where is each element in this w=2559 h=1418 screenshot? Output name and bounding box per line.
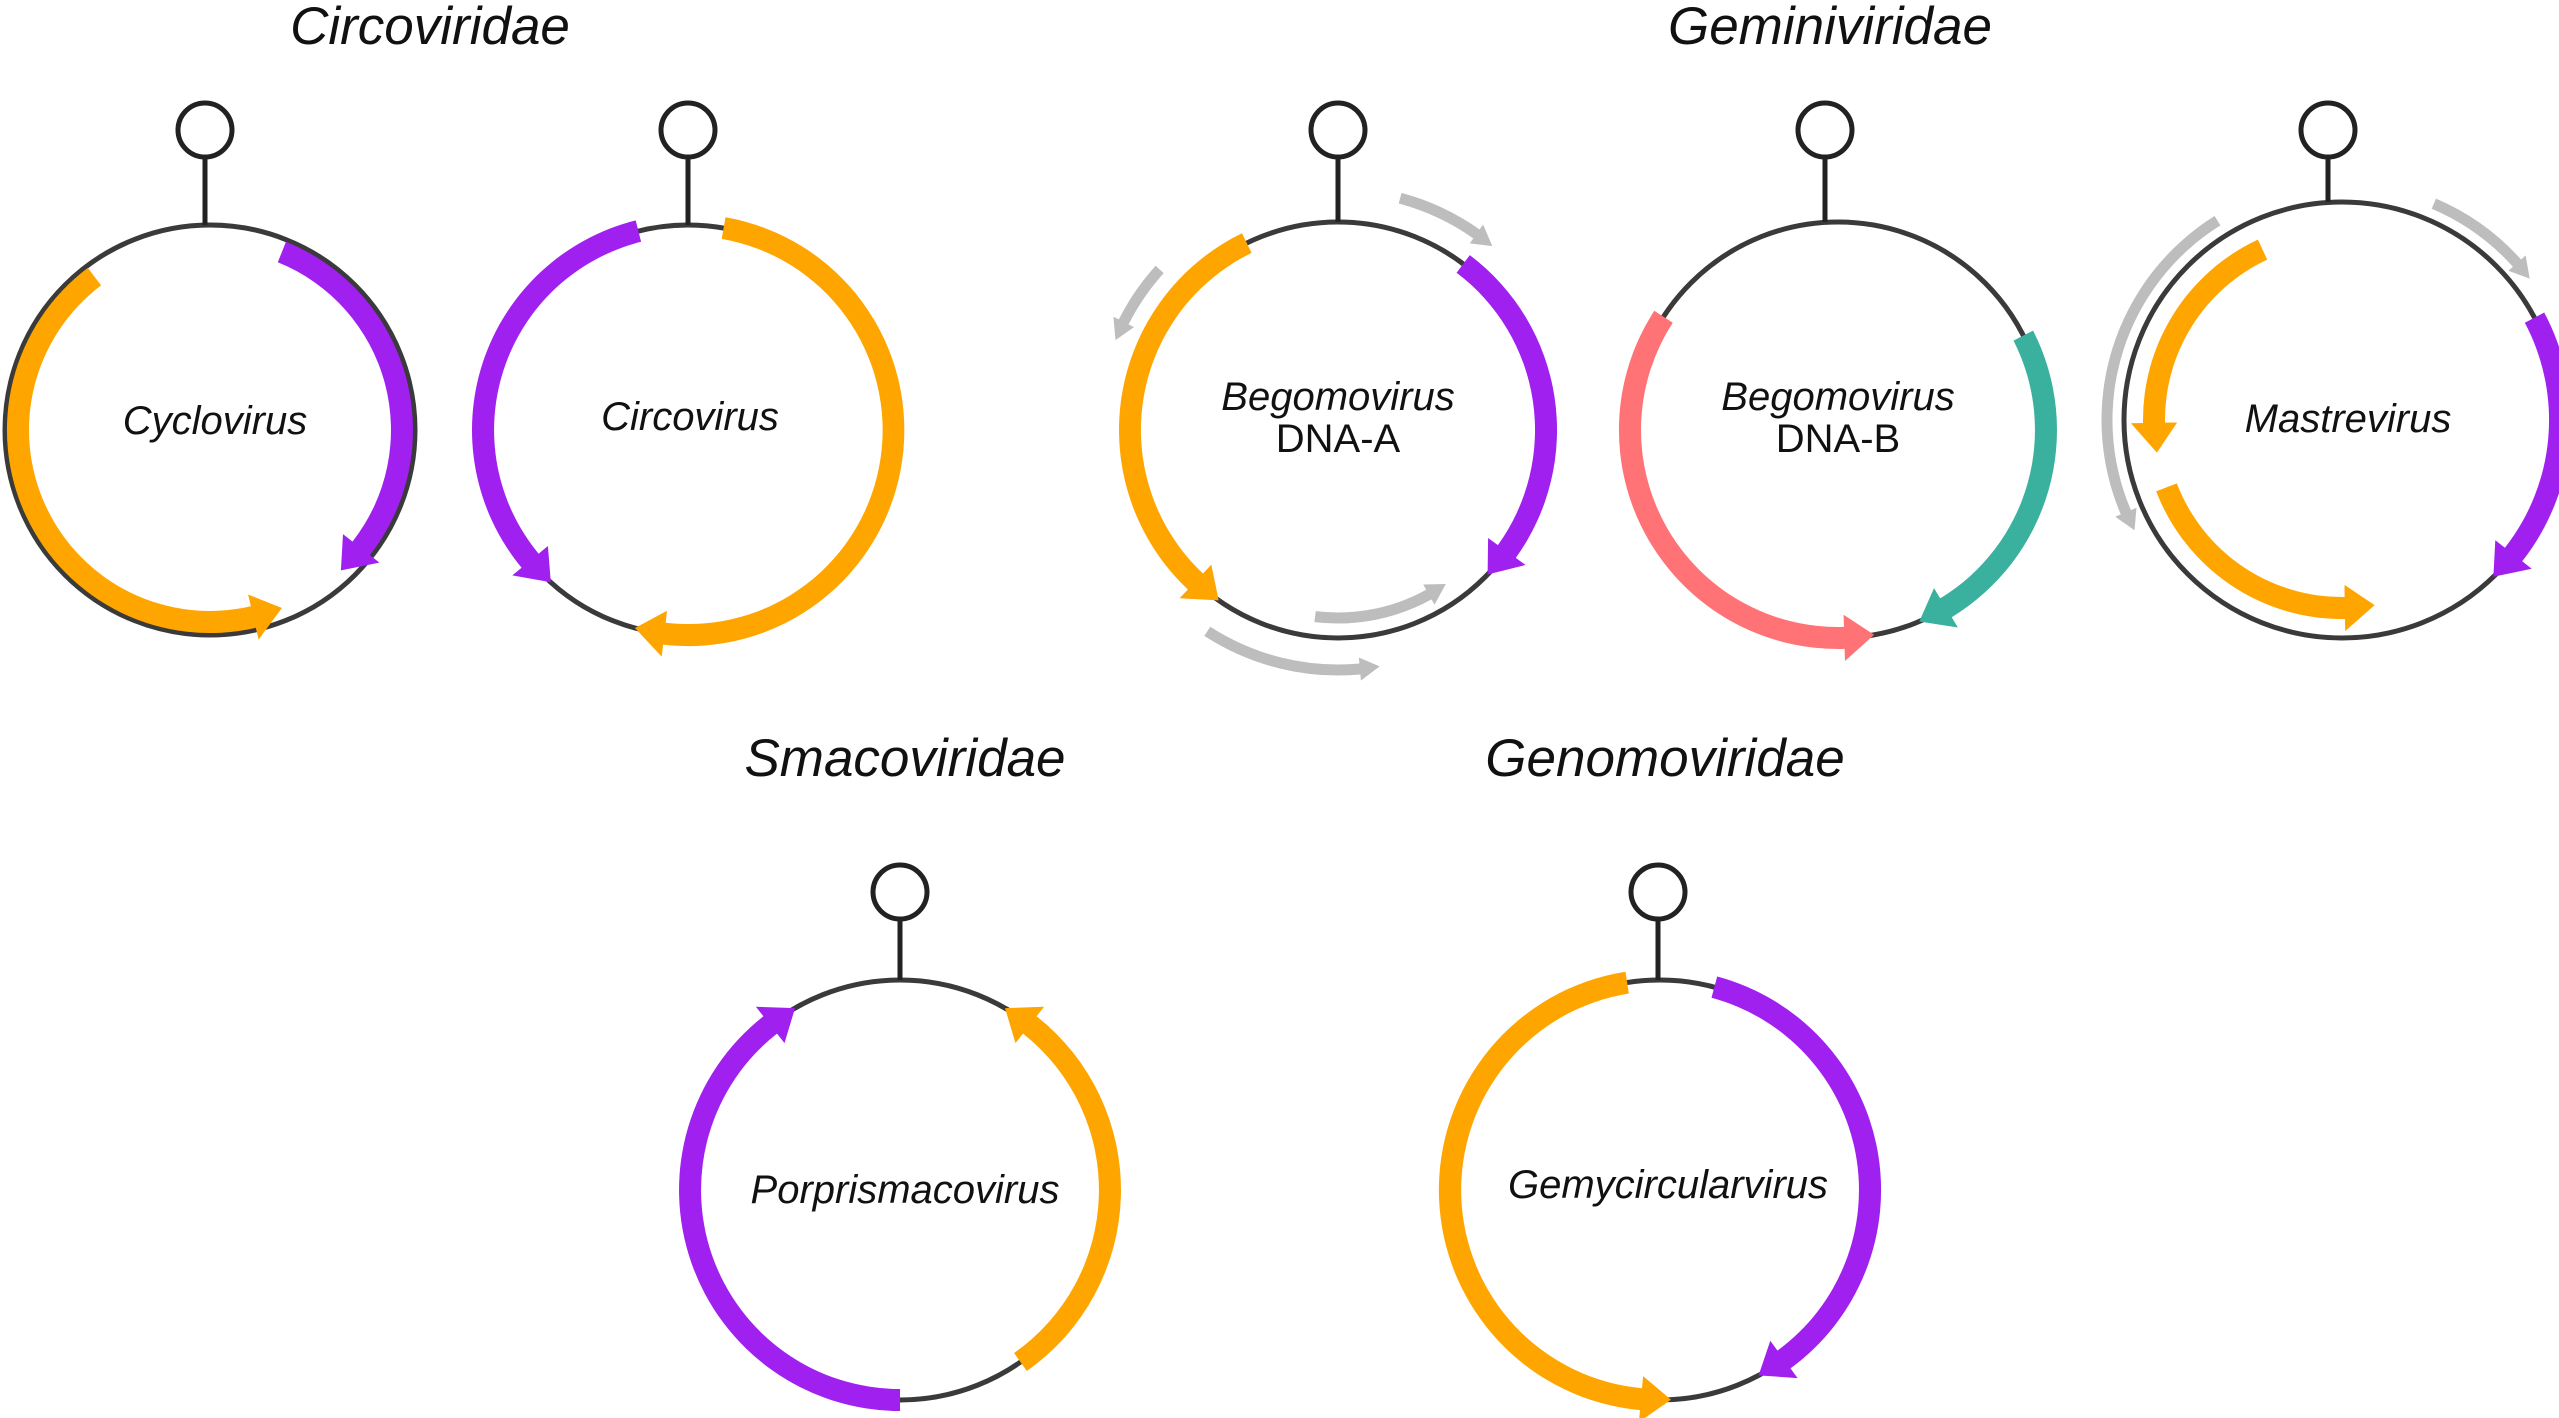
orf-arrow bbox=[1119, 233, 1252, 601]
orf-arrow bbox=[471, 220, 642, 583]
orf-arrow bbox=[1618, 310, 1875, 661]
genome-backbone bbox=[2, 222, 418, 638]
genome-label: Begomovirus bbox=[1721, 375, 1954, 419]
orf-arrow bbox=[2431, 198, 2530, 279]
orf-arrow bbox=[2493, 312, 2559, 577]
stem-loop-head bbox=[1308, 100, 1368, 160]
orf-arrow bbox=[1438, 971, 1671, 1418]
genome-mastrevirus: Mastrevirus bbox=[2101, 100, 2559, 641]
genome-label: Begomovirus bbox=[1221, 375, 1454, 419]
genome-label: Mastrevirus bbox=[2245, 397, 2452, 441]
orf-arrow bbox=[277, 241, 413, 571]
orf-arrow bbox=[1314, 584, 1446, 624]
stem-loop-head bbox=[175, 100, 235, 160]
orf-arrow bbox=[679, 1006, 900, 1411]
stem-loop bbox=[175, 100, 235, 225]
genome-begomovirus-dna-a: Begomovirus DNA-A bbox=[1113, 100, 1558, 681]
orf-arrow bbox=[6, 267, 282, 640]
genome-label: Porprismacovirus bbox=[751, 1168, 1060, 1212]
orf-arrow bbox=[1113, 265, 1164, 341]
stem-loop-head bbox=[870, 862, 930, 922]
stem-loop bbox=[1628, 862, 1688, 980]
orf-arrow bbox=[2101, 216, 2221, 531]
orf-arrow bbox=[1005, 1006, 1121, 1371]
family-title-geminiviridae: Geminiviridae bbox=[1668, 0, 1992, 56]
stem-loop bbox=[1795, 100, 1855, 222]
orf-arrow bbox=[2130, 239, 2268, 453]
orf-arrow bbox=[1204, 626, 1380, 681]
orf-arrow bbox=[1456, 255, 1558, 575]
stem-loop-head bbox=[658, 100, 718, 160]
orf-arrow bbox=[1711, 976, 1882, 1379]
genome-label: Circovirus bbox=[601, 395, 779, 439]
family-title-smacoviridae: Smacoviridae bbox=[744, 729, 1065, 788]
genome-cyclovirus: Cyclovirus bbox=[2, 100, 418, 640]
genome-porprismacovirus: Porprismacovirus bbox=[679, 862, 1121, 1411]
orf-arrow bbox=[1919, 330, 2057, 628]
genome-circovirus: Circovirus bbox=[471, 100, 905, 657]
stem-loop-head bbox=[1795, 100, 1855, 160]
orf-arrow bbox=[2156, 483, 2375, 632]
stem-loop bbox=[658, 100, 718, 225]
stem-loop bbox=[2298, 100, 2358, 202]
orf-arrow bbox=[1398, 192, 1493, 247]
genome-label: Gemycircularvirus bbox=[1508, 1163, 1828, 1207]
genome-begomovirus-dna-b: Begomovirus DNA-B bbox=[1618, 100, 2057, 661]
stem-loop bbox=[1308, 100, 1368, 222]
family-title-genomoviridae: Genomoviridae bbox=[1485, 729, 1844, 788]
family-title-circoviridae: Circoviridae bbox=[290, 0, 570, 56]
genome-sublabel: DNA-A bbox=[1276, 417, 1401, 461]
genome-label: Cyclovirus bbox=[123, 399, 307, 443]
genome-sublabel: DNA-B bbox=[1776, 417, 1900, 461]
stem-loop-head bbox=[2298, 100, 2358, 160]
genome-backbone bbox=[2121, 199, 2559, 641]
genome-gemycircularvirus: Gemycircularvirus bbox=[1438, 862, 1882, 1418]
stem-loop-head bbox=[1628, 862, 1688, 922]
stem-loop bbox=[870, 862, 930, 980]
